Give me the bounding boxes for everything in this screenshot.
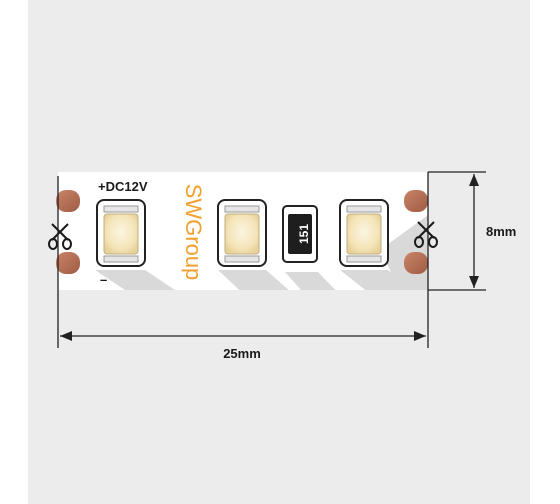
resistor-code: 151 [297,224,311,244]
led-chip [96,199,146,267]
height-label: 8mm [486,224,516,239]
led-chip [217,199,267,267]
copper-pad-right-top [404,190,428,212]
height-dimension [428,171,486,291]
resistor: 151 [282,205,318,263]
copper-pad-left-top [56,190,80,212]
width-label: 25mm [223,346,261,361]
scissors-icon [414,221,438,248]
polarity-plus-label: +DC12V [98,179,148,194]
width-dimension [57,172,429,348]
polarity-minus-label: – [100,272,107,287]
copper-pad-left-bottom [56,252,80,274]
brand-logo: SWGroup [181,184,206,281]
led-strip: +DC12V – 151 SWGroup [48,172,438,290]
led-chip [339,199,389,267]
copper-pad-right-bottom [404,252,428,274]
scissors-icon [48,223,72,250]
